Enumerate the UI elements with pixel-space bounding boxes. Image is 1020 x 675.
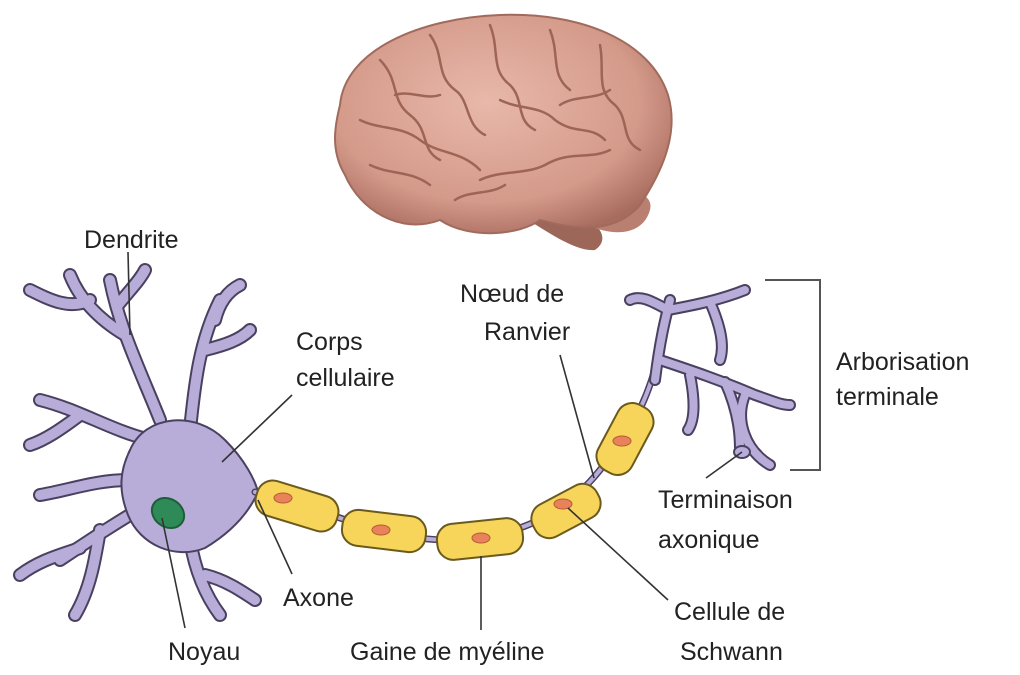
label-cellule-line2: Schwann [680,638,783,666]
label-arborisation-line1: Arborisation [836,348,969,376]
schwann-nucleus [372,525,390,535]
terminal-arborization [630,290,790,465]
label-gaine: Gaine de myéline [350,638,545,666]
schwann-nucleus [274,493,292,503]
label-cellule-line1: Cellule de [674,598,785,626]
schwann-nucleus [554,499,572,509]
myelin-segment [252,477,343,536]
neuron-cell [20,270,258,615]
label-noeud-line2: Ranvier [484,318,570,346]
cell-body [121,420,258,552]
label-noyau: Noyau [168,638,240,666]
myelin-segment [435,517,524,562]
label-noeud-line1: Nœud de [460,280,564,308]
cerebrum [335,15,672,233]
schwann-nucleus [613,436,631,446]
myelin-sheath [252,397,660,561]
schwann-nucleus [472,533,490,543]
arborisation-bracket [765,280,820,470]
label-axone: Axone [283,584,354,612]
label-terminaison-line2: axonique [658,526,759,554]
brain-illustration [335,15,672,250]
label-dendrite: Dendrite [84,226,179,254]
myelin-segment [340,508,428,554]
label-arborisation-line2: terminale [836,383,939,411]
label-terminaison-line1: Terminaison [658,486,793,514]
label-corps-line1: Corps [296,328,363,356]
myelin-segment [591,397,659,480]
myelin-segment [526,478,606,544]
label-corps-line2: cellulaire [296,364,395,392]
